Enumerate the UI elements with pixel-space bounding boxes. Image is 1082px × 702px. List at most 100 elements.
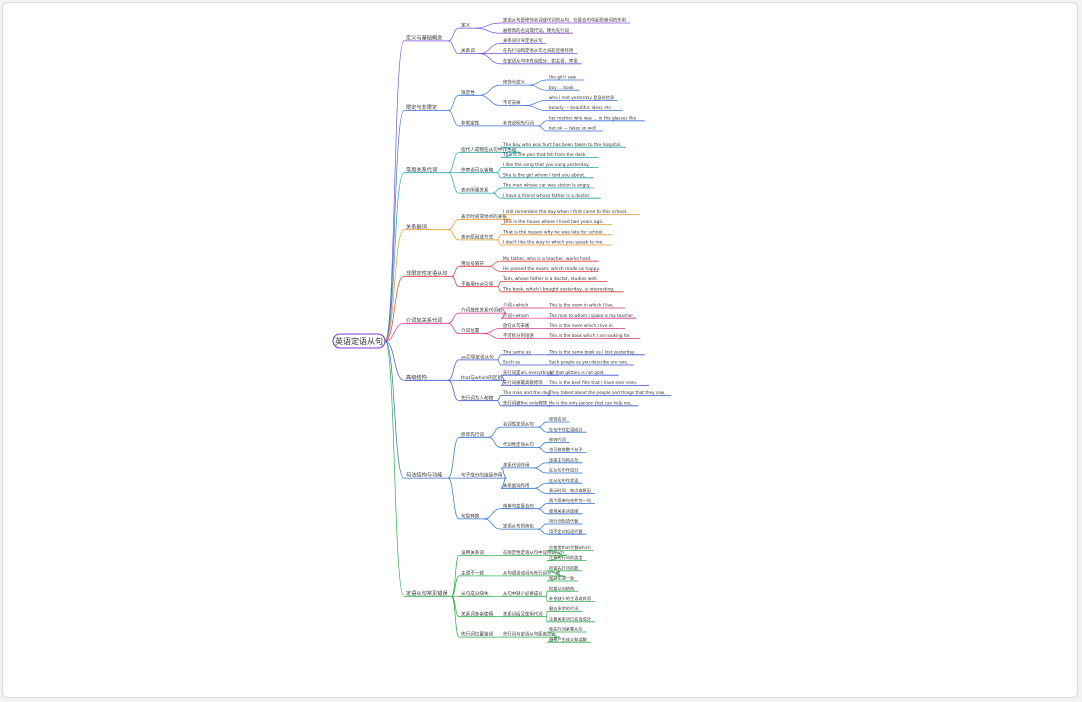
topic-node[interactable]: 代词性定语从句 bbox=[501, 441, 538, 448]
topic-node[interactable]: 不可拆分的短语 bbox=[501, 332, 538, 339]
topic-node[interactable]: 先行词为人和物 bbox=[459, 394, 498, 401]
branch-node[interactable]: 句法结构与功能 bbox=[404, 471, 448, 479]
leaf-node[interactable]: The boy who was hurt has been taken to t… bbox=[501, 142, 626, 148]
leaf-node[interactable]: This is the same book as I lost yesterda… bbox=[547, 349, 645, 356]
leaf-node[interactable]: 表示时间、地点或原因 bbox=[547, 487, 595, 494]
leaf-node[interactable]: 在定语从句中充当成分，如主语、宾语 bbox=[501, 57, 582, 64]
topic-node[interactable]: 从句成分缺失 bbox=[459, 590, 493, 597]
topic-node[interactable]: 指代人或物在从句中作主语 bbox=[459, 146, 521, 153]
branch-node[interactable]: 非限定性定语从句 bbox=[404, 269, 452, 277]
leaf-node[interactable]: The man to whom I spoke is my teacher. bbox=[547, 313, 636, 319]
leaf-node[interactable]: I don't like the way in which you speak … bbox=[501, 240, 613, 246]
topic-node[interactable]: 句型转换 bbox=[459, 513, 484, 520]
topic-node[interactable]: 表示原因或方式 bbox=[459, 234, 498, 241]
topic-node[interactable]: 关系词多余使用 bbox=[459, 610, 498, 617]
leaf-node[interactable]: This is the house where I lived two year… bbox=[501, 219, 613, 225]
leaf-node[interactable]: 在从句中作成分 bbox=[547, 467, 583, 474]
leaf-node[interactable]: 注意先行词的类型 bbox=[547, 554, 587, 561]
leaf-node[interactable]: 检查先行词的数 bbox=[547, 564, 583, 571]
leaf-node[interactable]: 在从句中作状语 bbox=[547, 477, 583, 484]
topic-node[interactable]: 先行词被the only修饰 bbox=[501, 399, 552, 406]
topic-node[interactable]: 在限定性定语从句中误用which bbox=[501, 549, 567, 556]
topic-node[interactable]: 关系代词作用 bbox=[501, 462, 534, 469]
topic-node[interactable]: 关系词后又使用代词 bbox=[501, 610, 547, 617]
leaf-node[interactable]: She is the girl whom I told you about. bbox=[501, 172, 594, 178]
branch-node[interactable]: 高级结构 bbox=[404, 373, 448, 381]
topic-node[interactable]: 介词位置 bbox=[459, 327, 484, 334]
leaf-node[interactable]: 注意关系词已充当成分 bbox=[547, 615, 595, 622]
leaf-node[interactable]: All that glitters is not gold. bbox=[547, 370, 619, 376]
topic-node[interactable]: 修饰与定义 bbox=[501, 79, 529, 86]
leaf-node[interactable]: Such people as you describe are rare. bbox=[547, 360, 634, 366]
leaf-node[interactable]: beauty — beautiful, ideal, etc. bbox=[547, 105, 623, 111]
topic-node[interactable]: 关系副词作用 bbox=[501, 482, 534, 489]
leaf-node[interactable]: 保持主谓一致 bbox=[547, 575, 579, 582]
leaf-node[interactable]: 应使用that代替which bbox=[547, 544, 594, 551]
leaf-node[interactable]: 删去多余的代词 bbox=[547, 605, 583, 612]
leaf-node[interactable]: The man whose car was stolen is angry. bbox=[501, 183, 594, 189]
topic-node[interactable]: as引导定语从句 bbox=[459, 354, 498, 361]
leaf-node[interactable]: 定语从句是修饰名词或代词的从句，在复合句中起形容词的作用 bbox=[501, 17, 631, 24]
leaf-node[interactable]: 使先行词紧靠从句 bbox=[547, 626, 587, 633]
topic-node[interactable]: Such as bbox=[501, 360, 524, 366]
topic-node[interactable]: that与which的区别 bbox=[459, 374, 505, 381]
topic-node[interactable]: 介词+which bbox=[501, 302, 530, 309]
leaf-node[interactable]: I have a friend whose father is a doctor… bbox=[501, 193, 601, 199]
topic-node[interactable]: 不可去掉 bbox=[501, 99, 525, 106]
leaf-node[interactable]: who I met yesterday 是身份信息 bbox=[547, 94, 618, 101]
topic-node[interactable]: 关系词 bbox=[459, 47, 479, 54]
topic-node[interactable]: 从句谓语动词与先行词不一致 bbox=[501, 570, 565, 577]
leaf-node[interactable]: 也可修饰整个句子 bbox=[547, 446, 587, 453]
leaf-node[interactable]: The book, which I bought yesterday, is i… bbox=[501, 286, 624, 292]
topic-node[interactable]: 放在从句末尾 bbox=[501, 322, 534, 329]
leaf-node[interactable]: 两个简单句合并为一句 bbox=[547, 497, 595, 504]
leaf-node[interactable]: the girl I saw bbox=[547, 75, 584, 81]
leaf-node[interactable]: This is the pen that fell from the desk. bbox=[501, 152, 599, 158]
leaf-node[interactable]: 使用关系词连接 bbox=[547, 507, 583, 514]
leaf-node[interactable]: 连接主句和从句 bbox=[547, 456, 583, 463]
topic-node[interactable]: 定义 bbox=[459, 22, 475, 29]
root-node[interactable]: 英语定语从句 bbox=[332, 333, 386, 349]
leaf-node[interactable]: This is the best film that I have ever s… bbox=[547, 380, 650, 386]
topic-node[interactable]: 先行词被最高级修饰 bbox=[501, 379, 547, 386]
topic-node[interactable]: The same as bbox=[501, 349, 533, 355]
branch-node[interactable]: 常用关系代词 bbox=[404, 165, 448, 173]
topic-node[interactable]: 简单句变复合句 bbox=[501, 502, 538, 509]
branch-node[interactable]: 定义与基础概念 bbox=[404, 33, 448, 41]
topic-node[interactable]: 先行词与定语从句距离过远 bbox=[501, 631, 560, 638]
topic-node[interactable]: 名词性定语从句 bbox=[501, 421, 538, 428]
topic-node[interactable]: 定语从句的简化 bbox=[501, 523, 538, 530]
leaf-node[interactable]: He passed the exam, which made us happy. bbox=[501, 266, 600, 272]
topic-node[interactable]: 修饰先行词 bbox=[459, 431, 488, 438]
leaf-node[interactable]: He is the only person that can help me. bbox=[547, 400, 639, 407]
leaf-node[interactable]: but ok — takes so well bbox=[547, 126, 604, 132]
topic-node[interactable]: 介词放在关系代词前 bbox=[459, 307, 507, 314]
branch-node[interactable]: 定语从句常见错误 bbox=[404, 589, 452, 597]
leaf-node[interactable]: This is the book which I am looking for. bbox=[547, 333, 641, 340]
topic-node[interactable]: 误用关系词 bbox=[459, 549, 488, 556]
leaf-node[interactable]: This is the room in which I live. bbox=[547, 303, 626, 309]
leaf-node[interactable]: 检查从句结构 bbox=[547, 585, 579, 592]
leaf-node[interactable]: 被修饰的名词或代词，称为先行词 bbox=[501, 27, 573, 34]
topic-node[interactable]: 非限定性 bbox=[459, 120, 484, 127]
leaf-node[interactable]: boy ... book bbox=[547, 85, 580, 91]
branch-node[interactable]: 限定与非限定 bbox=[404, 103, 448, 111]
leaf-node[interactable]: 修饰代词 bbox=[547, 436, 570, 443]
leaf-node[interactable]: 在句中作定语成分 bbox=[547, 426, 587, 433]
leaf-node[interactable]: That is the reason why he was late for s… bbox=[501, 229, 613, 235]
topic-node[interactable]: 不能用that引导 bbox=[459, 280, 498, 287]
topic-node[interactable]: 表示所属关系 bbox=[459, 187, 493, 194]
leaf-node[interactable]: Tom, whose father is a doctor, studies w… bbox=[501, 276, 608, 282]
leaf-node[interactable]: This is the room which I live in. bbox=[547, 323, 626, 329]
leaf-node[interactable]: 关系词引导定语从句 bbox=[501, 37, 547, 44]
topic-node[interactable]: 句子成分的连接作用 bbox=[459, 472, 507, 479]
topic-node[interactable]: 表示时间或地点的关系 bbox=[459, 213, 511, 220]
leaf-node[interactable]: They talked about the people and things … bbox=[547, 390, 671, 397]
leaf-node[interactable]: 用不定式短语代替 bbox=[547, 528, 587, 535]
leaf-node[interactable]: 避免产生歧义和误解 bbox=[547, 636, 591, 643]
leaf-node[interactable]: I still remember the day when I first ca… bbox=[501, 209, 640, 215]
leaf-node[interactable]: I like the song that you sang yesterday. bbox=[501, 162, 599, 168]
topic-node[interactable]: 主谓不一致 bbox=[459, 570, 488, 577]
topic-node[interactable]: 从句中缺少必要成分 bbox=[501, 590, 547, 597]
leaf-node[interactable]: 补充缺少的主语或宾语 bbox=[547, 595, 595, 602]
